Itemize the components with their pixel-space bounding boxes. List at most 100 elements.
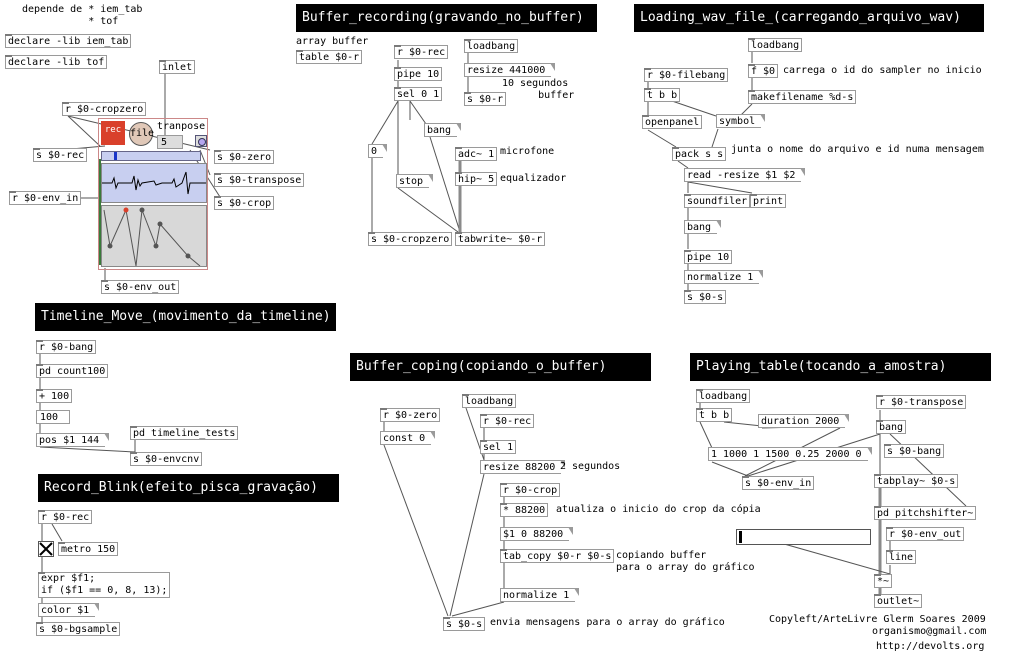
s-s-object[interactable]: s $0-s xyxy=(684,290,727,304)
r-zero-object[interactable]: r $0-zero xyxy=(380,408,441,422)
soundfiler-object[interactable]: soundfiler xyxy=(684,194,751,208)
r-bang-object[interactable]: r $0-bang xyxy=(36,340,97,354)
const-message[interactable]: const 0 xyxy=(380,431,436,445)
bang-object[interactable]: bang xyxy=(876,420,907,434)
r-env-in-object[interactable]: r $0-env_in xyxy=(9,191,82,205)
f0-object[interactable]: f $0 xyxy=(748,64,779,78)
pack-object[interactable]: pack s s xyxy=(672,147,727,161)
toggle-x-icon xyxy=(39,542,53,556)
makefilename-object[interactable]: makefilename %d-s xyxy=(748,90,857,104)
s-env-in-object[interactable]: s $0-env_in xyxy=(742,476,815,490)
expr-object[interactable]: expr $f1; if ($f1 == 0, 8, 13); xyxy=(38,572,171,598)
zero-message[interactable]: 0 xyxy=(368,144,388,158)
pd-pitchshifter-object[interactable]: pd pitchshifter~ xyxy=(874,506,977,520)
r-filebang-object[interactable]: r $0-filebang xyxy=(644,68,729,82)
equalizador-comment: equalizador xyxy=(500,173,567,184)
loadbang-object-4[interactable]: loadbang xyxy=(696,389,751,403)
resize-message[interactable]: resize 441000 xyxy=(464,63,556,77)
r-rec-object-3[interactable]: r $0-rec xyxy=(480,414,535,428)
resize-message-2[interactable]: resize 88200 xyxy=(480,460,566,474)
trigger-object[interactable]: t b b xyxy=(644,88,681,102)
plus-object[interactable]: + 100 xyxy=(36,389,73,403)
timeline-number-box[interactable]: 100 xyxy=(36,410,70,424)
sel-object-2[interactable]: sel 1 xyxy=(480,440,517,454)
r-rec-object[interactable]: r $0-rec xyxy=(394,45,449,59)
r-crop-object[interactable]: r $0-crop xyxy=(500,483,561,497)
pipe-object[interactable]: pipe 10 xyxy=(394,67,443,81)
openpanel-object[interactable]: openpanel xyxy=(642,115,703,129)
slider-knob[interactable] xyxy=(739,531,742,543)
color-message[interactable]: color $1 xyxy=(38,603,100,617)
loadbang-object-3[interactable]: loadbang xyxy=(462,394,517,408)
r-transpose-object[interactable]: r $0-transpose xyxy=(876,395,967,409)
print-object[interactable]: print xyxy=(750,194,787,208)
r-cropzero-object[interactable]: r $0-cropzero xyxy=(62,102,147,116)
r-env-out-object[interactable]: r $0-env_out xyxy=(886,527,965,541)
waveform-array[interactable] xyxy=(101,163,207,203)
timeline-slider[interactable] xyxy=(101,151,201,161)
s-cropzero-object[interactable]: s $0-cropzero xyxy=(368,232,453,246)
signal-multiply-object[interactable]: *~ xyxy=(874,574,893,588)
r-rec-object-2[interactable]: r $0-rec xyxy=(38,510,93,524)
bang-message-2[interactable]: bang xyxy=(684,220,722,234)
envelope-editor[interactable] xyxy=(101,205,207,267)
header-loading-wav: Loading_wav_file_(carregando_arquivo_wav… xyxy=(634,4,984,32)
hip-object[interactable]: hip~ 5 xyxy=(455,172,498,186)
bang-message[interactable]: bang xyxy=(424,123,462,137)
trigger-object-2[interactable]: t b b xyxy=(696,408,733,422)
s-zero-object[interactable]: s $0-zero xyxy=(214,150,275,164)
rec-button[interactable]: rec xyxy=(101,121,125,145)
table-object[interactable]: table $0-r xyxy=(296,50,363,64)
tab-copy-object[interactable]: tab_copy $0-r $0-s xyxy=(500,549,615,563)
s-transpose-object[interactable]: s $0-transpose xyxy=(214,173,305,187)
crop-message[interactable]: $1 0 88200 xyxy=(500,527,574,541)
f0-comment: carrega o id do sampler no inicio xyxy=(783,65,982,76)
loadbang-object[interactable]: loadbang xyxy=(464,39,519,53)
dependency-comment: depende de * iem_tab * tof xyxy=(22,4,143,27)
duration-message[interactable]: duration 2000 xyxy=(758,414,850,428)
s-bgsample-object[interactable]: s $0-bgsample xyxy=(36,622,121,636)
tabplay-object[interactable]: tabplay~ $0-s xyxy=(874,474,959,488)
s-env-out-object[interactable]: s $0-env_out xyxy=(101,280,180,294)
declare-tof[interactable]: declare -lib tof xyxy=(5,55,108,69)
tranpose-number-box[interactable]: 5 xyxy=(157,135,183,149)
symbol-message[interactable]: symbol xyxy=(716,114,766,128)
normalize-message-2[interactable]: normalize 1 xyxy=(500,588,580,602)
pd-timeline-tests[interactable]: pd timeline_tests xyxy=(130,426,239,440)
playhead-line xyxy=(99,159,101,265)
mult-comment: atualiza o inicio do crop da cópia xyxy=(556,504,761,515)
sel-object[interactable]: sel 0 1 xyxy=(394,87,443,101)
s-bang-object[interactable]: s $0-bang xyxy=(884,444,945,458)
s-envcnv-object[interactable]: s $0-envcnv xyxy=(130,452,203,466)
adc-object[interactable]: adc~ 1 xyxy=(455,147,498,161)
envelope-message[interactable]: 1 1000 1 1500 0.25 2000 0 xyxy=(708,447,872,461)
playback-toggle[interactable] xyxy=(195,135,207,147)
file-button[interactable]: file xyxy=(129,122,154,146)
header-timeline-move: Timeline_Move_(movimento_da_timeline) xyxy=(35,303,336,331)
mult-object[interactable]: * 88200 xyxy=(500,503,549,517)
tabwrite-object[interactable]: tabwrite~ $0-r xyxy=(455,232,546,246)
normalize-message[interactable]: normalize 1 xyxy=(684,270,764,284)
s-r-object[interactable]: s $0-r xyxy=(464,92,507,106)
envelope-graph xyxy=(103,207,201,267)
header-playing-table: Playing_table(tocando_a_amostra) xyxy=(690,353,991,381)
pos-message[interactable]: pos $1 144 xyxy=(36,433,110,447)
s-rec-object[interactable]: s $0-rec xyxy=(33,148,88,162)
metro-toggle[interactable] xyxy=(38,541,54,557)
tab-copy-comment: copiando buffer para o array do gráfico xyxy=(616,550,755,573)
stop-message[interactable]: stop xyxy=(396,174,434,188)
playback-position-slider[interactable] xyxy=(736,529,871,545)
pipe-object-2[interactable]: pipe 10 xyxy=(684,250,733,264)
declare-iem-tab[interactable]: declare -lib iem_tab xyxy=(5,34,132,48)
metro-object[interactable]: metro 150 xyxy=(58,542,119,556)
loadbang-object-2[interactable]: loadbang xyxy=(748,38,803,52)
pd-count-object[interactable]: pd count100 xyxy=(36,364,109,378)
s-crop-object[interactable]: s $0-crop xyxy=(214,196,275,210)
line-object[interactable]: line xyxy=(886,550,917,564)
url-credit: http://devolts.org xyxy=(876,641,985,652)
s-s-object-2[interactable]: s $0-s xyxy=(443,617,486,631)
resize-comment: 2 segundos xyxy=(560,461,621,472)
inlet-object[interactable]: inlet xyxy=(159,60,196,74)
outlet-object[interactable]: outlet~ xyxy=(874,594,923,608)
read-message[interactable]: read -resize $1 $2 xyxy=(684,168,806,182)
